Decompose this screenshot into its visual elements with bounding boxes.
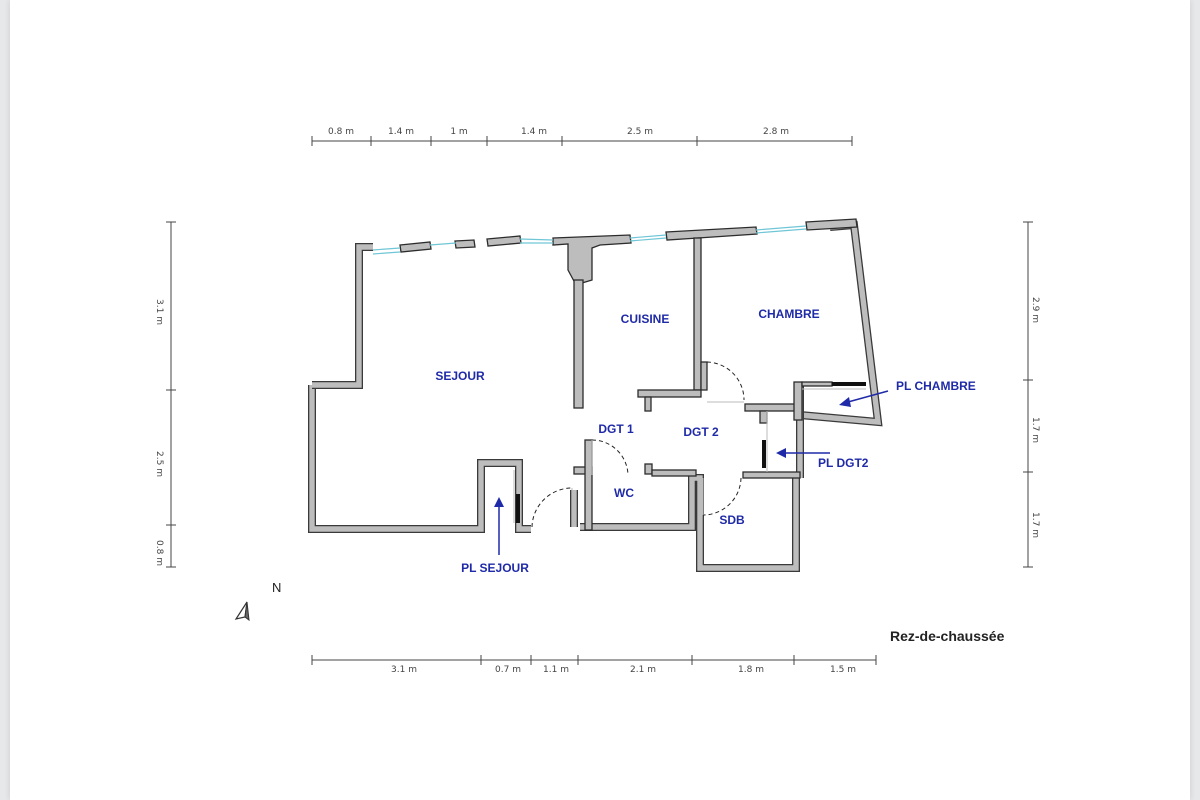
left-dimension-chain: 3.1 m 2.5 m 0.8 m [154,221,176,568]
top-dim-5: 2.5 m [627,127,653,137]
door-swing-sdb [702,477,742,516]
outer-walls [308,220,883,572]
door-swing-dgt1 [591,439,629,476]
bottom-dim-5: 1.8 m [738,665,764,675]
right-dim-1: 2.9 m [1030,297,1040,323]
top-dim-4: 1.4 m [521,127,547,137]
left-dim-2: 2.5 m [154,451,164,477]
bottom-dimension-chain: 3.1 m 0.7 m 1.1 m 2.1 m 1.8 m 1.5 m [311,655,877,675]
bottom-dim-1: 3.1 m [391,665,417,675]
bottom-dim-6: 1.5 m [830,665,856,675]
top-dimension-chain: 0.8 m 1.4 m 1 m 1.4 m 2.5 m 2.8 m [311,127,853,146]
level-label: Rez-de-chaussée [890,628,1005,644]
doors [531,361,768,528]
arrow-head-dgt2 [776,448,786,458]
arrow-head-sejour [494,497,504,507]
north-label: N [272,580,281,595]
room-labels: SEJOUR CUISINE CHAMBRE DGT 1 DGT 2 WC SD… [435,307,819,527]
right-dim-2: 1.7 m [1030,417,1040,443]
top-dim-2: 1.4 m [388,127,414,137]
north-arrow-icon: N [234,580,281,622]
bottom-dim-2: 0.7 m [495,665,521,675]
closet-marks [513,382,866,523]
top-dim-6: 2.8 m [763,127,789,137]
door-swing-entry [531,487,573,528]
facade-piers [399,218,858,284]
room-label-wc: WC [614,486,634,500]
arrow-head-chambre [839,397,851,407]
paper-sheet [10,0,1190,800]
interior-walls [573,237,833,531]
bottom-dim-3: 1.1 m [543,665,569,675]
top-dim-3: 1 m [450,127,467,137]
closet-callouts: PL SEJOUR PL CHAMBRE PL DGT2 [461,379,976,575]
top-dim-1: 0.8 m [328,127,354,137]
door-swing-chambre [706,361,745,401]
callout-pl-dgt2: PL DGT2 [818,456,869,470]
walls [308,218,883,572]
left-dim-3: 0.8 m [154,540,164,566]
right-dimension-chain: 2.9 m 1.7 m 1.7 m [1023,221,1040,568]
bottom-dim-4: 2.1 m [630,665,656,675]
room-label-dgt1: DGT 1 [598,422,634,436]
windows [372,225,807,255]
callout-pl-chambre: PL CHAMBRE [896,379,976,393]
room-label-dgt2: DGT 2 [683,425,719,439]
room-label-chambre: CHAMBRE [758,307,819,321]
room-label-sdb: SDB [719,513,745,527]
right-dim-3: 1.7 m [1030,512,1040,538]
room-label-cuisine: CUISINE [621,312,670,326]
callout-pl-sejour: PL SEJOUR [461,561,529,575]
left-dim-1: 3.1 m [154,299,164,325]
room-label-sejour: SEJOUR [435,369,485,383]
